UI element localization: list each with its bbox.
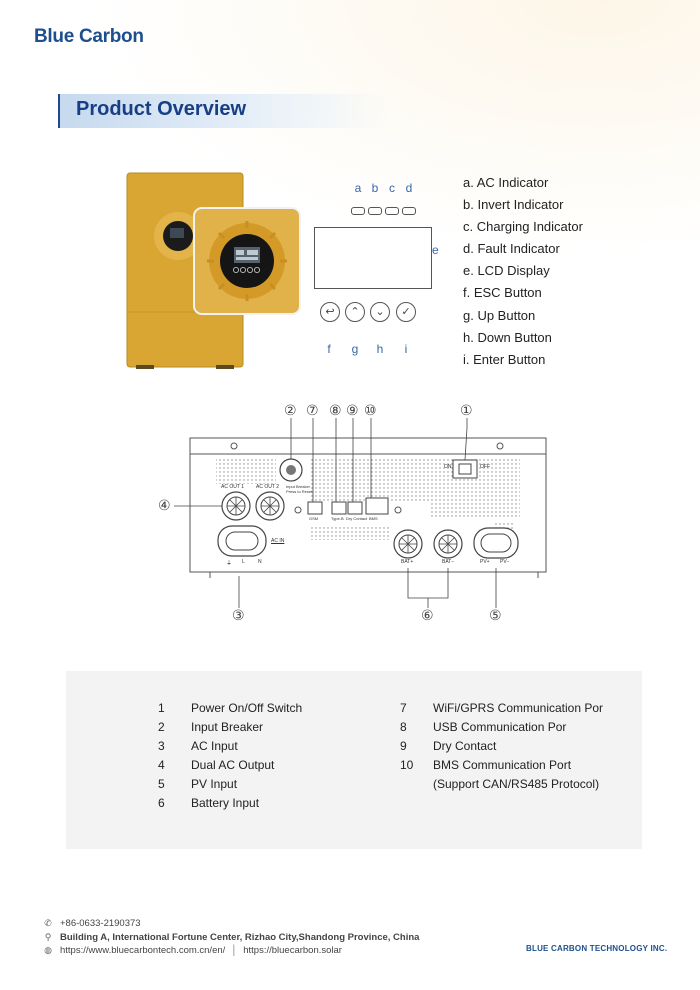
- row-text: (Support CAN/RS485 Protocol): [433, 777, 600, 791]
- row-number: 2: [158, 720, 165, 734]
- control-panel-diagram: a b c d e ↩ ⌃ ⌄ ✓ f g h i: [300, 175, 450, 365]
- indicator-letter-c: c: [389, 181, 395, 195]
- wifi-port-label: GSM: [309, 516, 319, 521]
- ac-in-label: AC IN: [271, 538, 285, 544]
- bms-port-label: BMS: [369, 516, 378, 521]
- button-letter-i: i: [404, 342, 408, 356]
- row-number: 10: [400, 758, 414, 772]
- row-number: 3: [158, 739, 165, 753]
- row-number: 6: [158, 796, 165, 810]
- ground-label: ⏚: [226, 561, 233, 567]
- page-background-glow: [0, 0, 700, 300]
- row-text: Battery Input: [191, 796, 260, 810]
- legend-item: h. Down Button: [463, 329, 552, 345]
- section-title-band: Product Overview: [58, 94, 390, 128]
- legend-item: a. AC Indicator: [463, 175, 549, 190]
- pv-minus-label: PV−: [500, 559, 510, 565]
- brand-logo: Blue Carbon: [34, 26, 144, 47]
- indicator-led-c: [385, 207, 399, 215]
- footer-separator: │: [231, 945, 238, 957]
- row-number: 1: [158, 701, 165, 715]
- footer-website-1[interactable]: https://www.bluecarbontech.com.cn/en/: [60, 945, 226, 957]
- ac-out-1-label: AC OUT 1: [221, 484, 244, 490]
- row-number: 5: [158, 777, 165, 791]
- callout-5: ⑤: [489, 607, 502, 623]
- enter-button-icon: ✓: [396, 302, 416, 322]
- switch-off-label: OFF: [480, 464, 490, 470]
- esc-button-icon: ↩: [320, 302, 340, 322]
- section-title: Product Overview: [76, 98, 247, 120]
- row-number: 9: [400, 739, 407, 753]
- ac-out-2-label: AC OUT 2: [256, 484, 279, 490]
- row-text: USB Communication Por: [433, 720, 567, 734]
- footer-contact: ✆ +86-0633-2190373 ⚲ Building A, Interna…: [42, 917, 442, 958]
- legend-item: g. Up Button: [463, 307, 536, 323]
- callout-1: ①: [460, 402, 473, 418]
- indicator-letter-a: a: [354, 181, 362, 195]
- neutral-label: N: [258, 559, 262, 565]
- footer-phone: +86-0633-2190373: [60, 918, 141, 930]
- globe-icon: ◍: [44, 945, 52, 956]
- legend-item: c. Charging Indicator: [463, 219, 583, 235]
- breaker-sublabel: Press to Reset: [286, 489, 313, 494]
- footer-web-row: ◍ https://www.bluecarbontech.com.cn/en/ …: [42, 944, 442, 958]
- legend-item: d. Fault Indicator: [463, 241, 560, 257]
- row-number: 7: [400, 701, 407, 715]
- footer-website-2[interactable]: https://bluecarbon.solar: [243, 945, 342, 957]
- indicator-letter-b: b: [371, 181, 379, 195]
- indicator-led-d: [402, 207, 416, 215]
- usb-port-label: Type-B: [331, 516, 344, 521]
- callout-9: ⑨: [346, 402, 359, 418]
- product-photo: [126, 172, 306, 372]
- row-text: Dry Contact: [433, 739, 497, 753]
- lcd-display-outline: [314, 227, 432, 289]
- row-number: 4: [158, 758, 165, 772]
- row-text: AC Input: [191, 739, 238, 753]
- row-text: WiFi/GPRS Communication Por: [433, 701, 604, 715]
- footer-address: Building A, International Fortune Center…: [60, 931, 420, 943]
- company-name: BLUE CARBON TECHNOLOGY INC.: [526, 944, 668, 953]
- legend-item: b. Invert Indicator: [463, 197, 564, 213]
- row-text: BMS Communication Port: [433, 758, 572, 772]
- row-number: 8: [400, 720, 407, 734]
- button-letter-f: f: [327, 342, 331, 356]
- rear-panel-diagram: ② ⑦ ⑧ ⑨ ⑩ ① ④ ③ ⑥ ⑤ ON OFF AC OUT 1 AC O…: [150, 398, 550, 633]
- row-text: Power On/Off Switch: [191, 701, 303, 715]
- panel-legend-list: a. AC Indicator b. Invert Indicator c. C…: [463, 174, 693, 373]
- indicator-letter-d: d: [405, 181, 413, 195]
- legend-item: i. Enter Button: [463, 351, 546, 367]
- phone-icon: ✆: [44, 918, 52, 929]
- footer-phone-row: ✆ +86-0633-2190373: [42, 917, 442, 931]
- lcd-letter-e: e: [432, 243, 439, 257]
- callout-2: ②: [284, 402, 297, 418]
- bat-minus-label: BAT−: [442, 559, 455, 565]
- footer-address-row: ⚲ Building A, International Fortune Cent…: [42, 931, 442, 945]
- callout-7: ⑦: [306, 402, 319, 418]
- bat-plus-label: BAT+: [401, 559, 414, 565]
- dry-contact-label: Dry Contact: [346, 516, 368, 521]
- breaker-label: Input Breaker: [286, 484, 311, 489]
- down-button-icon: ⌄: [370, 302, 390, 322]
- callout-6: ⑥: [421, 607, 434, 623]
- indicator-led-b: [368, 207, 382, 215]
- callout-4: ④: [158, 497, 171, 513]
- up-button-icon: ⌃: [345, 302, 365, 322]
- pv-plus-label: PV+: [480, 559, 490, 565]
- row-text: Dual AC Output: [191, 758, 275, 772]
- switch-on-label: ON: [444, 464, 452, 470]
- line-label: L: [242, 559, 245, 565]
- callout-3: ③: [232, 607, 245, 623]
- button-letter-h: h: [376, 342, 384, 356]
- legend-item: f. ESC Button: [463, 285, 542, 301]
- row-text: Input Breaker: [191, 720, 264, 734]
- callout-8: ⑧: [329, 402, 342, 418]
- legend-item: e. LCD Display: [463, 263, 550, 279]
- port-description-table: 1 Power On/Off Switch 2 Input Breaker 3 AC …: [66, 671, 642, 849]
- callout-10: ⑩: [364, 402, 377, 418]
- button-letter-g: g: [351, 342, 359, 356]
- row-text: PV Input: [191, 777, 238, 791]
- indicator-led-a: [351, 207, 365, 215]
- person-pin-icon: ⚲: [44, 931, 52, 942]
